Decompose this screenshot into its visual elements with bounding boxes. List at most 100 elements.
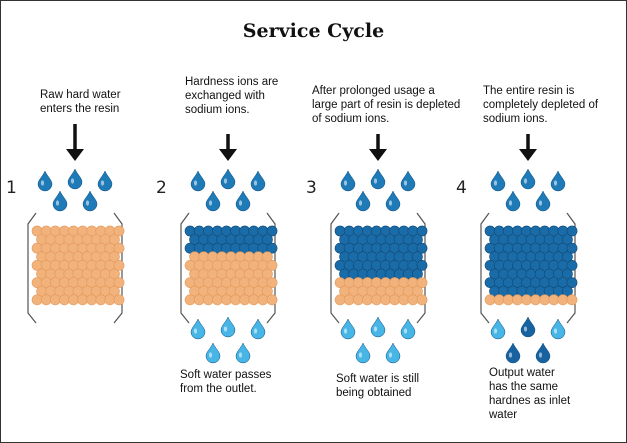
sodium-resin-bead: [539, 294, 551, 306]
stage-output-line: Soft water passes: [180, 369, 272, 381]
raw-water-drop-icon-highlight: [403, 180, 408, 186]
raw-water-drop-icon-highlight: [508, 200, 513, 206]
stage-number-3: 3: [306, 178, 317, 198]
sodium-resin-bead: [530, 294, 541, 306]
sodium-resin-bead: [59, 294, 70, 306]
exchanged-resin-bead: [411, 251, 423, 263]
raw-water-drop-icon: [520, 168, 536, 190]
raw-water-drop-icon: [205, 190, 221, 212]
sodium-resin-bead: [68, 294, 79, 306]
stage-description-line: Raw hard water: [40, 89, 121, 101]
raw-water-drop-icon-highlight: [358, 200, 363, 206]
raw-water-drop-icon: [340, 170, 356, 192]
raw-water-drop-icon-highlight: [493, 180, 498, 186]
exchanged-resin-bead: [411, 268, 423, 280]
exchanged-resin-bead: [266, 242, 278, 254]
raw-water-drop-icon-highlight: [40, 180, 45, 186]
raw-water-drop-icon-highlight: [553, 180, 558, 186]
exchanged-resin-bead: [411, 234, 423, 245]
sodium-resin-bead: [113, 242, 125, 254]
sodium-resin-bead: [77, 294, 88, 306]
exchanged-resin-bead: [562, 285, 573, 297]
sodium-resin-bead: [113, 259, 125, 271]
stage-output-line: Soft water is still: [336, 373, 420, 385]
exchanged-resin-bead: [562, 251, 573, 263]
stage-output-line: has the same: [489, 381, 559, 393]
sodium-resin-bead: [31, 294, 43, 306]
column-left-wall-4: [480, 212, 490, 324]
raw-water-drop-icon: [550, 170, 566, 192]
sodium-resin-bead: [113, 294, 125, 306]
soft-water-drop-icon: [490, 318, 506, 340]
sodium-resin-bead: [407, 294, 419, 306]
stage-output-note-3: Soft water is still being obtained: [336, 372, 419, 400]
raw-water-drop-icon-highlight: [55, 200, 60, 206]
stage-output-line: Output water: [489, 367, 555, 379]
raw-water-drop-icon-highlight: [193, 180, 198, 186]
stage-description-line: The entire resin is: [483, 85, 575, 97]
sodium-resin-bead: [40, 294, 52, 306]
stage-description-line: sodium ions.: [483, 113, 548, 125]
sodium-resin-bead: [512, 294, 523, 306]
raw-water-drop-icon: [37, 170, 53, 192]
sodium-resin-bead: [380, 294, 391, 306]
stage-description-line: Hardness ions are: [185, 76, 279, 88]
stage-output-line: from the outlet.: [180, 383, 257, 395]
exchanged-resin-bead: [562, 268, 573, 280]
inlet-arrow-head-3: [369, 149, 387, 161]
raw-water-drop-icon: [190, 170, 206, 192]
sodium-resin-bead: [334, 294, 346, 306]
stage-output-line: hardnes as inlet: [489, 395, 571, 407]
exchanged-resin-bead: [566, 259, 578, 271]
column-left-wall-3: [330, 212, 340, 324]
raw-water-drop-icon: [490, 170, 506, 192]
sodium-resin-bead: [371, 294, 382, 306]
stage-output-line: being obtained: [336, 387, 412, 399]
raw-water-drop-icon-highlight: [85, 200, 90, 206]
soft-water-drop-icon-highlight: [553, 328, 558, 334]
raw-water-drop-icon: [505, 190, 521, 212]
soft-water-drop-icon-highlight: [493, 328, 498, 334]
column-left-wall-2: [180, 212, 190, 324]
raw-water-drop-icon-highlight: [253, 180, 258, 186]
soft-water-drop-icon: [235, 342, 251, 364]
raw-water-drop-icon-highlight: [238, 200, 243, 206]
soft-water-drop-icon-highlight: [373, 326, 378, 332]
stage-description-line: large part of resin is depleted: [312, 99, 461, 111]
sodium-resin-bead: [113, 225, 125, 237]
sodium-resin-bead: [193, 294, 205, 306]
stage-number-4: 4: [456, 178, 467, 198]
soft-water-drop-icon-highlight: [208, 352, 213, 358]
inlet-arrow-head-4: [519, 149, 537, 161]
raw-water-drop-icon-highlight: [523, 178, 528, 184]
stage-description-line: sodium ions.: [185, 104, 250, 116]
sodium-resin-bead: [104, 294, 116, 306]
sodium-resin-bead: [261, 285, 273, 297]
stage-output-line: water: [489, 409, 518, 421]
soft-water-drop-icon: [190, 318, 206, 340]
soft-water-drop-icon-highlight: [403, 328, 408, 334]
stage-number-1: 1: [6, 178, 17, 198]
sodium-resin-bead: [261, 268, 273, 280]
raw-water-drop-icon: [355, 190, 371, 212]
raw-water-drop-icon-highlight: [70, 178, 75, 184]
sodium-resin-bead: [113, 277, 125, 288]
sodium-resin-bead: [109, 268, 120, 280]
sodium-resin-bead: [230, 294, 241, 306]
column-left-wall-1: [27, 212, 37, 324]
soft-water-drop-icon: [400, 318, 416, 340]
stage-number-2: 2: [156, 178, 167, 198]
sodium-resin-bead: [502, 294, 514, 306]
sodium-resin-bead: [566, 294, 578, 306]
soft-water-drop-icon: [250, 318, 266, 340]
raw-water-drop-icon: [250, 170, 266, 192]
sodium-resin-bead: [184, 294, 196, 306]
soft-water-drop-icon: [370, 316, 386, 338]
hard-water-drop-icon: [520, 316, 536, 338]
sodium-resin-bead: [95, 294, 107, 306]
raw-water-drop-icon: [535, 190, 551, 212]
sodium-resin-bead: [202, 294, 214, 306]
sodium-resin-bead: [389, 294, 401, 306]
